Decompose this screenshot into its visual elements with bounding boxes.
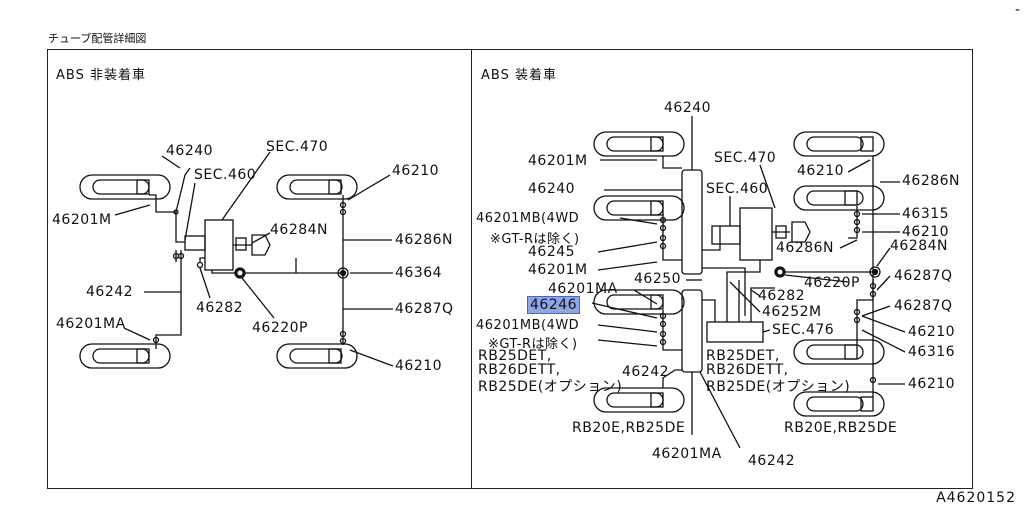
right-label-46201MB-4wd-top: 46201MB(4WD: [476, 211, 580, 226]
left-label-46210-bottom: 46210: [395, 358, 443, 374]
right-label-rb25de-option-right: RB25DE(オプション): [706, 379, 851, 395]
right-label-46287Q-mid: 46287Q: [894, 298, 953, 314]
right-label-rb25det-left: RB25DET,: [478, 348, 552, 364]
right-label-46240-top: 46240: [664, 100, 712, 116]
right-label-46210-bottom: 46210: [908, 376, 956, 392]
right-label-46284N: 46284N: [890, 238, 949, 254]
left-label-sec460: SEC.460: [194, 167, 257, 183]
left-label-46220P: 46220P: [252, 320, 308, 336]
right-label-46210-low: 46210: [908, 324, 956, 340]
left-label-46287Q: 46287Q: [395, 301, 454, 317]
panel-abs-equipped: [471, 49, 973, 489]
right-front-right-inner-wheel-icon: [793, 185, 885, 211]
right-label-46210-mid: 46210: [902, 224, 950, 240]
right-label-rb20e-left: RB20E,RB25DE: [572, 420, 686, 436]
right-label-46201M-mid: 46201M: [528, 262, 588, 278]
right-label-rb26dett-left: RB26DETT,: [478, 362, 561, 378]
right-label-46246-highlighted[interactable]: 46246: [527, 296, 581, 314]
right-label-gtr-excl-top: ※GT-Rは除く): [490, 232, 580, 247]
right-label-46316: 46316: [908, 344, 956, 360]
right-label-46252M: 46252M: [762, 304, 822, 320]
left-label-46286N: 46286N: [395, 232, 454, 248]
right-abs-actuator-icon: [706, 316, 764, 343]
left-label-46210-top: 46210: [392, 163, 440, 179]
left-label-46240: 46240: [166, 143, 214, 159]
right-label-46245: 46245: [528, 244, 576, 260]
right-label-46201MA-bot: 46201MA: [652, 446, 722, 462]
right-label-rb26dett-right: RB26DETT,: [706, 362, 789, 378]
left-label-46201M: 46201M: [52, 212, 112, 228]
right-label-46242-bot: 46242: [748, 453, 796, 469]
right-panel-label: ABS 装着車: [481, 68, 557, 83]
left-label-46282: 46282: [196, 300, 244, 316]
right-front-left-inner-wheel-icon: [593, 195, 685, 221]
right-label-46250: 46250: [634, 271, 682, 287]
right-label-46240-mid: 46240: [528, 181, 576, 197]
right-label-46287Q-top: 46287Q: [894, 268, 953, 284]
right-label-46315: 46315: [902, 206, 950, 222]
right-master-cylinder-icon: [711, 207, 811, 261]
right-label-46282: 46282: [758, 288, 806, 304]
left-label-46284N: 46284N: [270, 222, 329, 238]
right-label-sec470: SEC.470: [714, 150, 777, 166]
left-front-left-wheel-icon: [79, 174, 171, 200]
right-front-right-wheel-icon: [793, 131, 885, 157]
right-rear-left-wheel-icon: [593, 387, 685, 413]
corner-mark: -: [1014, 2, 1020, 18]
right-label-46201MA-mid: 46201MA: [548, 281, 618, 297]
left-front-right-wheel-icon: [276, 174, 358, 200]
right-label-46210-top: 46210: [797, 163, 845, 179]
right-label-46286N-mid: 46286N: [776, 240, 835, 256]
right-rear-right-inner-wheel-icon: [793, 339, 885, 365]
right-label-46242-mid: 46242: [622, 364, 670, 380]
right-label-gtr-excl-bot: ※GT-Rは除く): [488, 337, 578, 352]
right-front-left-wheel-icon: [593, 131, 685, 157]
left-panel-label: ABS 非装着車: [56, 68, 146, 83]
right-label-rb20e-right: RB20E,RB25DE: [784, 420, 898, 436]
left-label-46242: 46242: [86, 284, 134, 300]
right-label-rb25det-right: RB25DET,: [706, 348, 780, 364]
right-label-rb25de-option-left: RB25DE(オプション): [478, 379, 623, 395]
right-label-46201M-top: 46201M: [528, 153, 588, 169]
diagram-title: チューブ配管詳細図: [48, 32, 147, 45]
right-label-46220P: 46220P: [804, 275, 860, 291]
right-rear-right-wheel-icon: [793, 391, 885, 417]
left-rear-right-wheel-icon: [276, 343, 358, 369]
right-label-sec476: SEC.476: [772, 322, 835, 338]
catalog-number: A4620152: [936, 490, 1016, 506]
left-master-cylinder-icon: [184, 219, 271, 271]
left-label-46201MA: 46201MA: [56, 316, 126, 332]
right-label-sec460: SEC.460: [706, 181, 769, 197]
left-rear-left-wheel-icon: [79, 343, 171, 369]
right-label-46286N-right: 46286N: [902, 173, 961, 189]
right-label-46201MB-4wd-bot: 46201MB(4WD: [476, 318, 580, 333]
left-label-46364: 46364: [395, 265, 443, 281]
left-label-sec470: SEC.470: [266, 139, 329, 155]
